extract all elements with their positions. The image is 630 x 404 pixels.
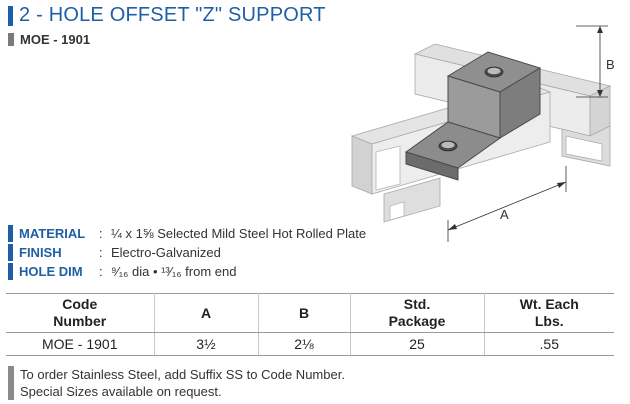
header-line: Lbs. bbox=[534, 313, 564, 329]
spec-row-hole-dim: HOLE DIM : ⁹⁄₁₆ dia • ¹³⁄₁₆ from end bbox=[8, 262, 366, 281]
subtitle-accent-bar bbox=[8, 33, 14, 46]
spec-list: MATERIAL : ¼ x 1⅝ Selected Mild Steel Ho… bbox=[8, 224, 366, 281]
header-line: B bbox=[298, 304, 310, 321]
spec-label: FINISH bbox=[19, 245, 62, 260]
note-line: To order Stainless Steel, add Suffix SS … bbox=[20, 367, 345, 382]
spec-accent-bar bbox=[8, 244, 13, 261]
spec-label: HOLE DIM bbox=[19, 264, 83, 279]
product-drawing: B A bbox=[350, 25, 615, 242]
header-std-package: Std.Package bbox=[350, 293, 485, 333]
spec-value: Electro-Galvanized bbox=[111, 245, 221, 260]
spec-value: ¼ x 1⅝ Selected Mild Steel Hot Rolled Pl… bbox=[111, 226, 367, 241]
page-title: 2 - HOLE OFFSET "Z" SUPPORT bbox=[19, 4, 326, 26]
table-row: MOE - 1901 3½ 2⅛ 25 .55 bbox=[6, 332, 614, 356]
header-line: Code bbox=[62, 296, 98, 312]
spec-row-finish: FINISH : Electro-Galvanized bbox=[8, 243, 366, 262]
note-line: Special Sizes available on request. bbox=[20, 384, 222, 399]
spec-label: MATERIAL bbox=[19, 226, 86, 241]
spec-colon: : bbox=[99, 245, 103, 260]
dimension-a-label: A bbox=[500, 207, 509, 222]
header-line: Number bbox=[53, 313, 107, 329]
header-line: Package bbox=[388, 313, 446, 329]
cell-b: 2⅛ bbox=[258, 332, 351, 356]
spec-accent-bar bbox=[8, 263, 13, 280]
title-accent-bar bbox=[8, 5, 13, 26]
title-row: 2 - HOLE OFFSET "Z" SUPPORT bbox=[8, 4, 326, 27]
header-line: A bbox=[200, 304, 212, 321]
header-line: Wt. Each bbox=[519, 296, 579, 312]
dimension-a bbox=[447, 166, 567, 242]
dimension-b-label: B bbox=[606, 57, 615, 72]
cell-code-number: MOE - 1901 bbox=[6, 332, 155, 356]
product-code: MOE - 1901 bbox=[20, 32, 91, 47]
z-support bbox=[404, 51, 542, 181]
spec-colon: : bbox=[99, 264, 103, 279]
cell-std-package: 25 bbox=[350, 332, 485, 356]
spec-colon: : bbox=[99, 226, 103, 241]
header-b: B bbox=[258, 293, 351, 333]
spec-row-material: MATERIAL : ¼ x 1⅝ Selected Mild Steel Ho… bbox=[8, 224, 366, 243]
header-line: Std. bbox=[403, 296, 431, 312]
notes-text: To order Stainless Steel, add Suffix SS … bbox=[20, 366, 345, 400]
spec-value: ⁹⁄₁₆ dia • ¹³⁄₁₆ from end bbox=[111, 264, 237, 279]
header-a: A bbox=[154, 293, 259, 333]
dimension-b bbox=[576, 25, 608, 98]
spec-accent-bar bbox=[8, 225, 13, 242]
cell-weight: .55 bbox=[484, 332, 614, 356]
notes-accent-bar bbox=[8, 366, 14, 400]
subtitle-row: MOE - 1901 bbox=[8, 32, 90, 47]
cell-a: 3½ bbox=[154, 332, 259, 356]
notes: To order Stainless Steel, add Suffix SS … bbox=[8, 366, 345, 400]
